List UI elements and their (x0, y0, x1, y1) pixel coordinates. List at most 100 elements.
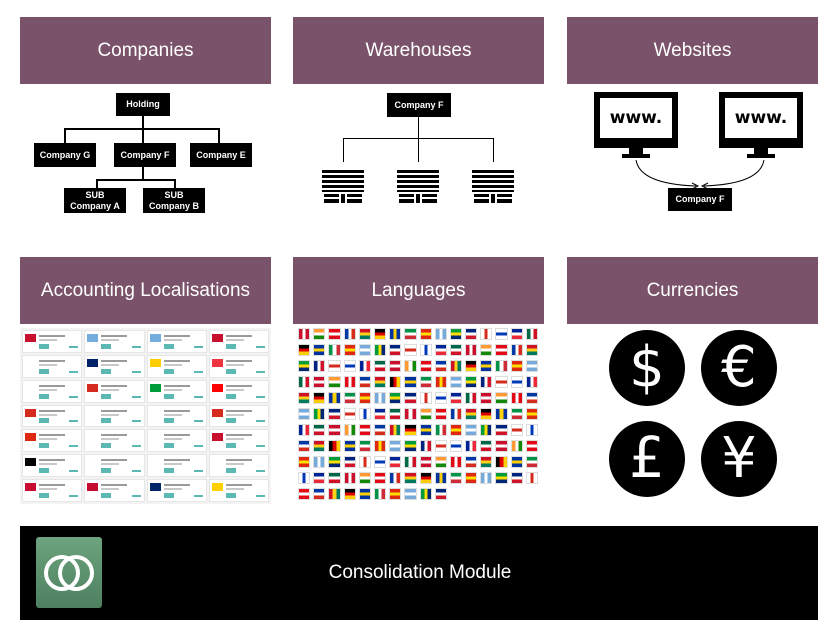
flag-icon (419, 440, 432, 452)
warehouse-line (493, 138, 494, 162)
flag-icon (419, 424, 432, 436)
flag-icon (389, 488, 402, 500)
accounting-module-card (84, 404, 145, 428)
flag-icon (434, 472, 447, 484)
monitor-icon: www. (719, 92, 803, 148)
holding-node: Holding (116, 93, 170, 116)
warehouse-icon (322, 170, 364, 203)
flag-icon (419, 392, 432, 404)
flag-icon (313, 456, 326, 468)
flag-icon (358, 440, 371, 452)
flag-icon (328, 424, 341, 436)
flag-icon (298, 344, 311, 356)
flag-icon (434, 392, 447, 404)
accounting-module-card (208, 379, 269, 403)
flag-icon (389, 440, 402, 452)
country-flag-icon (149, 458, 161, 467)
flag-icon (465, 360, 478, 372)
flag-icon (328, 376, 341, 388)
flag-icon (449, 344, 463, 356)
flag-icon (465, 328, 478, 340)
flag-icon (480, 472, 493, 484)
websites-header: Websites (567, 17, 818, 84)
flag-icon (389, 360, 402, 372)
flag-icon (434, 376, 447, 388)
company-e-node: Company E (190, 143, 252, 167)
accounting-module-card (84, 429, 145, 453)
flag-icon (510, 456, 523, 468)
flag-icon (404, 360, 417, 372)
flag-icon (343, 328, 356, 340)
country-flag-icon (87, 458, 99, 467)
flag-icon (525, 408, 538, 420)
flag-icon (419, 408, 432, 420)
flag-icon (328, 456, 341, 468)
flag-icon (449, 360, 463, 372)
flag-icon (343, 456, 356, 468)
accounting-module-card (22, 454, 83, 478)
flag-icon (510, 424, 523, 436)
country-flag-icon (87, 334, 99, 342)
flag-icon (343, 376, 356, 388)
flag-icon (480, 456, 493, 468)
flag-icon (434, 328, 447, 340)
warehouse-icon (397, 170, 439, 203)
flag-icon (389, 344, 402, 356)
flag-icon (480, 344, 493, 356)
flag-icon (434, 424, 447, 436)
euro-icon: € (701, 330, 777, 406)
flag-icon (373, 344, 387, 356)
languages-title: Languages (371, 279, 466, 301)
flag-icon (313, 440, 326, 452)
flag-icon (465, 472, 478, 484)
flag-icon (328, 344, 341, 356)
flag-icon (510, 472, 523, 484)
country-flag-icon (25, 483, 36, 492)
flag-icon (313, 424, 326, 436)
flag-icon (343, 440, 356, 452)
flag-icon (298, 328, 311, 340)
country-flag-icon (87, 433, 99, 442)
flag-icon (434, 360, 447, 372)
flag-icon (525, 456, 538, 468)
flag-icon (419, 328, 432, 340)
flag-icon (358, 376, 371, 388)
org-line (96, 179, 98, 188)
flag-icon (298, 440, 311, 452)
warehouses-header: Warehouses (293, 17, 544, 84)
flag-icon (343, 344, 356, 356)
flag-icon (465, 456, 478, 468)
flag-icon (480, 360, 493, 372)
flag-icon (298, 472, 311, 484)
flag-icon (313, 488, 326, 500)
flag-icon (343, 488, 356, 500)
accounting-module-card (22, 330, 83, 353)
flag-icon (525, 360, 538, 372)
flag-icon (510, 328, 523, 340)
accounting-module-card (146, 429, 207, 453)
flag-icon (480, 424, 493, 436)
flag-icon (525, 344, 538, 356)
flag-icon (358, 472, 371, 484)
flag-icon (358, 392, 371, 404)
country-flag-icon (211, 358, 223, 367)
flag-icon (389, 408, 402, 420)
accounting-module-card (208, 354, 269, 378)
flag-icon (419, 472, 432, 484)
sub-company-b-node: SUB Company B (143, 188, 205, 213)
accounting-module-card (22, 404, 83, 428)
flag-icon (510, 392, 523, 404)
flag-icon (373, 440, 387, 452)
flag-icon (449, 472, 463, 484)
flag-icon (328, 488, 341, 500)
flag-icon (480, 408, 493, 420)
flag-icon (373, 408, 387, 420)
flag-icon (510, 360, 523, 372)
flag-icon (495, 328, 508, 340)
flag-icon (480, 376, 493, 388)
accounting-module-card (146, 379, 207, 403)
country-flag-icon (149, 358, 161, 367)
flag-icon (373, 360, 387, 372)
www-left-text: www. (609, 108, 663, 128)
languages-header: Languages (293, 257, 544, 324)
